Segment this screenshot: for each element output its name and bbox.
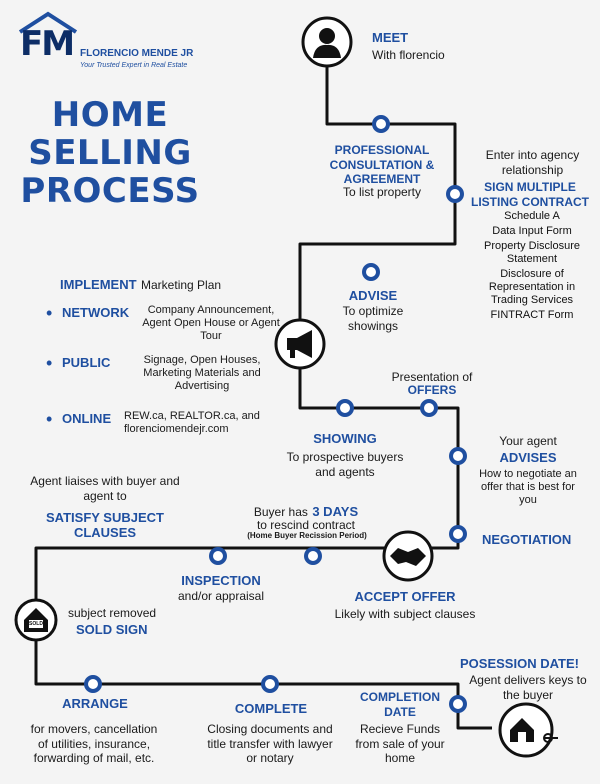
possession-text: Agent delivers keys to the buyer [469, 673, 587, 702]
meet-text: With florencio [372, 48, 445, 62]
rescind-text: to rescind contract [256, 518, 356, 532]
completion-date-text: Recieve Funds from sale of your home [355, 722, 445, 765]
network-text: Company Announcement, Agent Open House o… [142, 304, 280, 342]
sold-heading: SOLD SIGN [76, 622, 148, 637]
dot-consultation [372, 115, 390, 133]
dot-complete [261, 675, 279, 693]
arrange-text: for movers, cancellation of utilities, i… [30, 722, 158, 765]
offers-pre: Presentation of [391, 370, 473, 384]
page-title: HOME SELLING PROCESS [0, 96, 220, 210]
agency-items: Schedule A Data Input Form Property Disc… [472, 210, 592, 324]
network-label: NETWORK [62, 305, 130, 320]
agency-item: Disclosure of Representation in Trading … [488, 268, 576, 306]
meet-heading: MEET [372, 30, 409, 45]
agency-heading: SIGN MULTIPLE LISTING CONTRACT [471, 180, 589, 209]
dot-negotiation [449, 525, 467, 543]
dot-completion-date [449, 695, 467, 713]
public-text: Signage, Open Houses, Marketing Material… [143, 354, 261, 392]
inspection-text: and/or appraisal [177, 589, 265, 603]
satisfy-pre: Agent liaises with buyer and agent to [30, 474, 180, 503]
agency-item: Data Input Form [492, 225, 572, 237]
rescind-line: Buyer has 3 DAYS [232, 503, 380, 521]
brand-tagline: Your Trusted Expert in Real Estate [80, 62, 188, 69]
dot-advises [449, 447, 467, 465]
accept-heading: ACCEPT OFFER [354, 589, 456, 604]
bullet-dot: • [46, 409, 53, 429]
implement-text: Marketing Plan [141, 278, 222, 292]
online-text: REW.ca, REALTOR.ca, and florenciomendejr… [124, 410, 260, 435]
consult-text: To list property [342, 185, 422, 199]
bullet-dot: • [46, 353, 53, 373]
arrange-heading: ARRANGE [62, 696, 128, 711]
person-icon [301, 16, 353, 68]
advise-heading: ADVISE [348, 288, 398, 303]
rescind-note: (Home Buyer Recission Period) [247, 531, 367, 540]
possession-heading: POSESSION DATE! [460, 656, 579, 671]
dot-offers [420, 399, 438, 417]
title-line1: HOME [51, 95, 169, 135]
title-line3: PROCESS [20, 171, 200, 211]
brand-initials: FM [20, 24, 75, 64]
agency-item: Schedule A [504, 210, 560, 222]
dot-rescind [304, 547, 322, 565]
dot-agency [446, 185, 464, 203]
public-label: PUBLIC [62, 355, 111, 370]
sold-sign-label: SOLD [29, 621, 43, 627]
house-key-icon [498, 702, 558, 758]
title-line2: SELLING [28, 133, 192, 173]
complete-text: Closing documents and title transfer wit… [207, 722, 333, 765]
brand-logo: FM FLORENCIO MENDE JR Your Trusted Exper… [18, 10, 198, 70]
house-roof-icon [18, 11, 78, 34]
accept-text: Likely with subject clauses [334, 607, 476, 621]
showing-heading: SHOWING [313, 431, 377, 446]
implement-title: IMPLEMENT Marketing Plan [60, 276, 270, 294]
advises-heading: ADVISES [499, 450, 557, 465]
handshake-icon [382, 530, 434, 582]
agency-intro: Enter into agency relationship [485, 148, 580, 177]
offers-heading: OFFERS [407, 383, 457, 397]
sold-pre: subject removed [68, 606, 157, 620]
dot-inspection [209, 547, 227, 565]
advises-pre: Your agent [499, 434, 557, 448]
implement-heading: IMPLEMENT [60, 277, 137, 292]
advise-text: To optimize showings [342, 304, 404, 333]
advises-text: How to negotiate an offer that is best f… [479, 468, 577, 506]
megaphone-icon [274, 318, 326, 370]
rescind-pre: Buyer has [253, 505, 308, 519]
negotiation-heading: NEGOTIATION [482, 532, 572, 547]
satisfy-heading: SATISFY SUBJECT CLAUSES [46, 510, 164, 540]
inspection-heading: INSPECTION [181, 573, 261, 588]
agency-item: FINTRACT Form [490, 309, 574, 321]
bullet-dot: • [46, 303, 53, 323]
completion-date-heading: COMPLETION DATE [360, 690, 440, 719]
dot-arrange [84, 675, 102, 693]
brand-name: FLORENCIO MENDE JR [80, 48, 194, 59]
online-label: ONLINE [62, 411, 112, 426]
dot-showing [336, 399, 354, 417]
consult-heading: PROFESSIONAL CONSULTATION & AGREEMENT [329, 143, 435, 186]
rescind-days: 3 DAYS [312, 504, 359, 519]
complete-heading: COMPLETE [234, 701, 308, 716]
showing-text: To prospective buyers and agents [286, 450, 404, 479]
sold-sign-icon [14, 598, 58, 642]
agency-item: Property Disclosure Statement [484, 240, 580, 265]
dot-advise [362, 263, 380, 281]
